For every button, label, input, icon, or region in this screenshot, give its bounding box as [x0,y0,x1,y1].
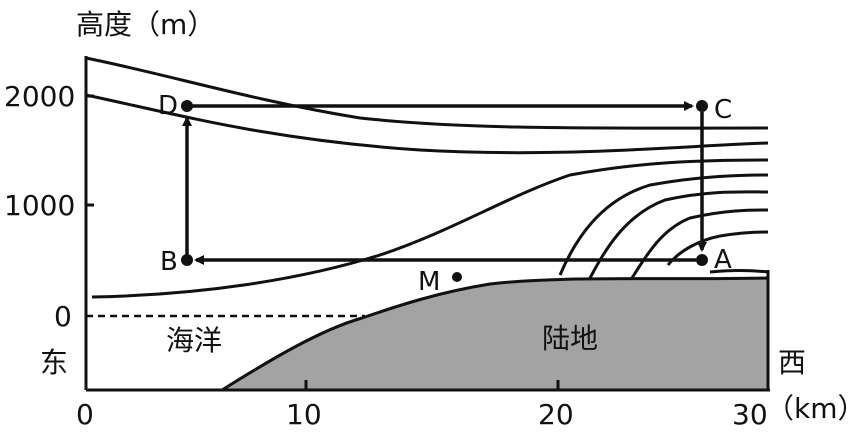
isobar-5 [588,190,769,279]
isobar-3 [91,158,769,299]
isobar-1 [85,56,769,130]
isobar-7 [666,230,769,266]
x-tick-label-30: 30 [732,398,768,431]
point-d-dot [181,100,193,112]
point-m-label: M [418,267,440,297]
isobar-6 [630,208,769,279]
y-tick-label-0: 0 [54,300,72,333]
point-d-label: D [158,91,178,121]
x-axis-unit: （km） [766,392,863,425]
point-b-dot [181,254,193,266]
y-axis-title: 高度（m） [76,8,215,41]
isobar-4 [558,173,769,276]
sea-label: 海洋 [166,324,222,357]
x-tick-label-0: 0 [76,398,94,431]
y-tick-label-1000: 1000 [4,189,75,222]
point-a-label: A [714,245,732,275]
point-m-dot [452,272,462,282]
land-mass [216,276,770,392]
y-tick-label-2000: 2000 [4,80,75,113]
x-tick-label-10: 10 [286,398,322,431]
direction-east-label: 东 [40,346,68,379]
point-a-dot [696,254,708,266]
isobar-2 [85,93,769,155]
isobar-8 [709,269,769,274]
land-label: 陆地 [542,322,598,355]
point-b-label: B [160,247,178,277]
point-c-dot [696,100,708,112]
direction-west-label: 西 [778,346,806,379]
point-c-label: C [714,95,732,125]
x-tick-label-20: 20 [538,398,574,431]
